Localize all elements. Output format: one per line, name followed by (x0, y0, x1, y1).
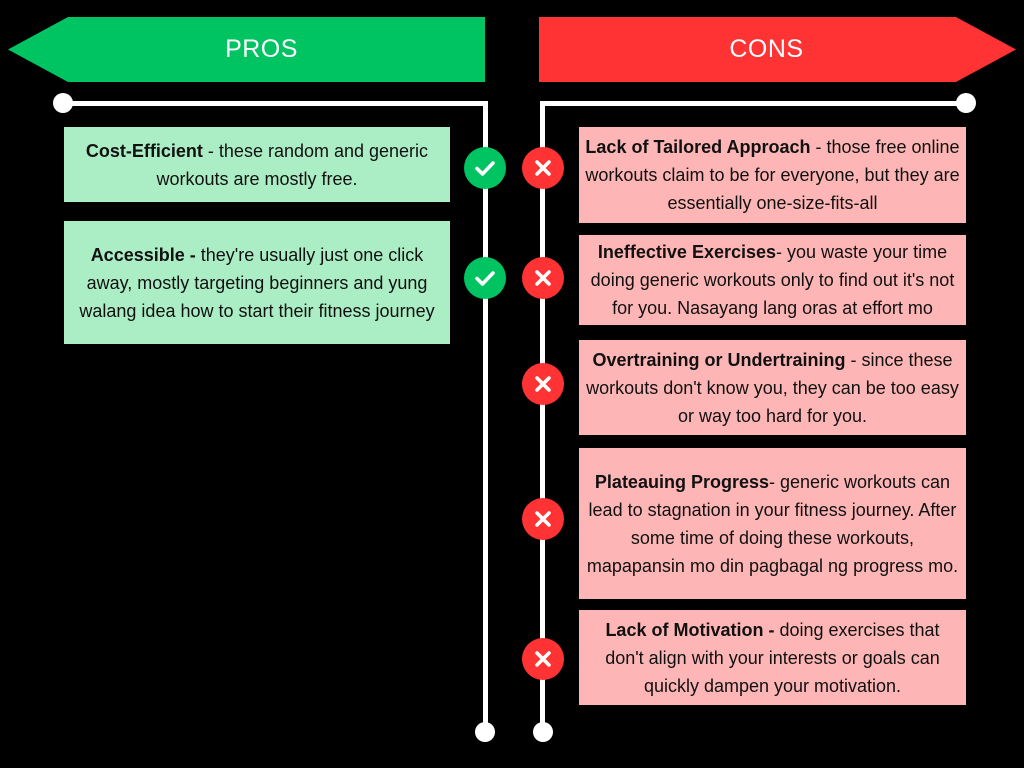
cons-title: CONS (729, 35, 804, 63)
con-item-text: - those free online workouts claim to be… (585, 137, 960, 213)
con-item-1: Lack of Tailored Approach - those free o… (579, 127, 966, 223)
pros-vertical-line (483, 101, 488, 731)
cons-top-dot (956, 93, 976, 113)
cons-bottom-dot (533, 722, 553, 742)
con-item-5: Lack of Motivation - doing exercises tha… (579, 610, 966, 705)
pros-banner: PROS (8, 17, 485, 82)
x-icon (522, 638, 564, 680)
x-icon (522, 363, 564, 405)
con-item-heading: Ineffective Exercises (597, 242, 777, 262)
pros-bottom-dot (475, 722, 495, 742)
pro-item-heading: Cost-Efficient (85, 140, 203, 161)
con-item-heading: Overtraining or Undertraining (592, 349, 846, 370)
cons-banner: CONS (539, 17, 1016, 82)
con-item-heading: Lack of Tailored Approach (585, 137, 811, 157)
pro-item-2: Accessible - they're usually just one cl… (64, 221, 450, 344)
pros-title: PROS (225, 35, 298, 63)
pros-top-line (63, 101, 488, 106)
pro-item-text: they're usually just one click away, mos… (79, 244, 435, 321)
x-icon (522, 147, 564, 189)
con-item-4: Plateauing Progress- generic workouts ca… (579, 448, 966, 599)
check-icon (464, 147, 506, 189)
pros-top-dot (53, 93, 73, 113)
con-item-text: - you waste your time doing generic work… (590, 242, 955, 318)
con-item-text: - generic workouts can lead to stagnatio… (586, 471, 959, 576)
con-item-3: Overtraining or Undertraining - since th… (579, 340, 966, 435)
con-item-2: Ineffective Exercises- you waste your ti… (579, 235, 966, 325)
pro-item-heading: Accessible - (90, 244, 196, 265)
x-icon (522, 498, 564, 540)
con-item-heading: Plateauing Progress (594, 471, 769, 492)
check-icon (464, 257, 506, 299)
cons-vertical-line (540, 101, 545, 731)
cons-top-line (540, 101, 965, 106)
con-item-text: - since these workouts don't know you, t… (586, 349, 959, 426)
pro-item-1: Cost-Efficient - these random and generi… (64, 127, 450, 202)
pro-item-text: - these random and generic workouts are … (156, 140, 429, 189)
con-item-heading: Lack of Motivation - (605, 619, 775, 640)
x-icon (522, 257, 564, 299)
con-item-text: doing exercises that don't align with yo… (605, 619, 940, 696)
